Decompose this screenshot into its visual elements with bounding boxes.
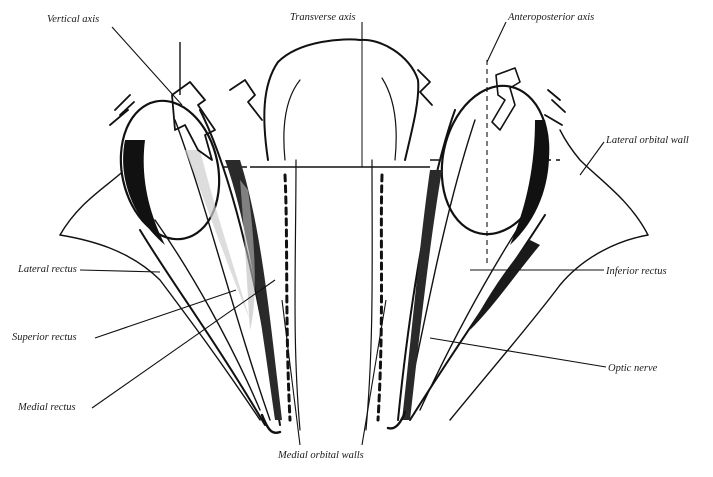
leader-medial-rectus	[92, 280, 275, 408]
label-vertical-axis: Vertical axis	[47, 14, 99, 25]
label-optic-nerve: Optic nerve	[608, 363, 658, 374]
label-inferior-rectus: Inferior rectus	[605, 266, 667, 277]
labels: Vertical axis Transverse axis Anteropost…	[12, 12, 689, 461]
nasal-bone-structure	[264, 39, 418, 430]
leader-anteroposterior-axis	[487, 22, 506, 62]
label-medial-orbital-walls: Medial orbital walls	[277, 450, 364, 461]
left-orbit	[60, 42, 282, 433]
leader-medial-wall-left	[282, 300, 300, 445]
leader-optic-nerve	[430, 338, 606, 367]
label-transverse-axis: Transverse axis	[290, 12, 356, 23]
label-lateral-orbital-wall: Lateral orbital wall	[605, 135, 689, 146]
leader-medial-wall-right	[362, 300, 386, 445]
leader-superior-rectus	[95, 290, 236, 338]
label-anteroposterior-axis: Anteroposterior axis	[507, 12, 594, 23]
label-superior-rectus: Superior rectus	[12, 332, 77, 343]
label-lateral-rectus: Lateral rectus	[17, 264, 77, 275]
leader-lateral-orbital-wall	[580, 142, 604, 175]
label-medial-rectus: Medial rectus	[17, 402, 76, 413]
leader-vertical-axis	[112, 27, 182, 105]
